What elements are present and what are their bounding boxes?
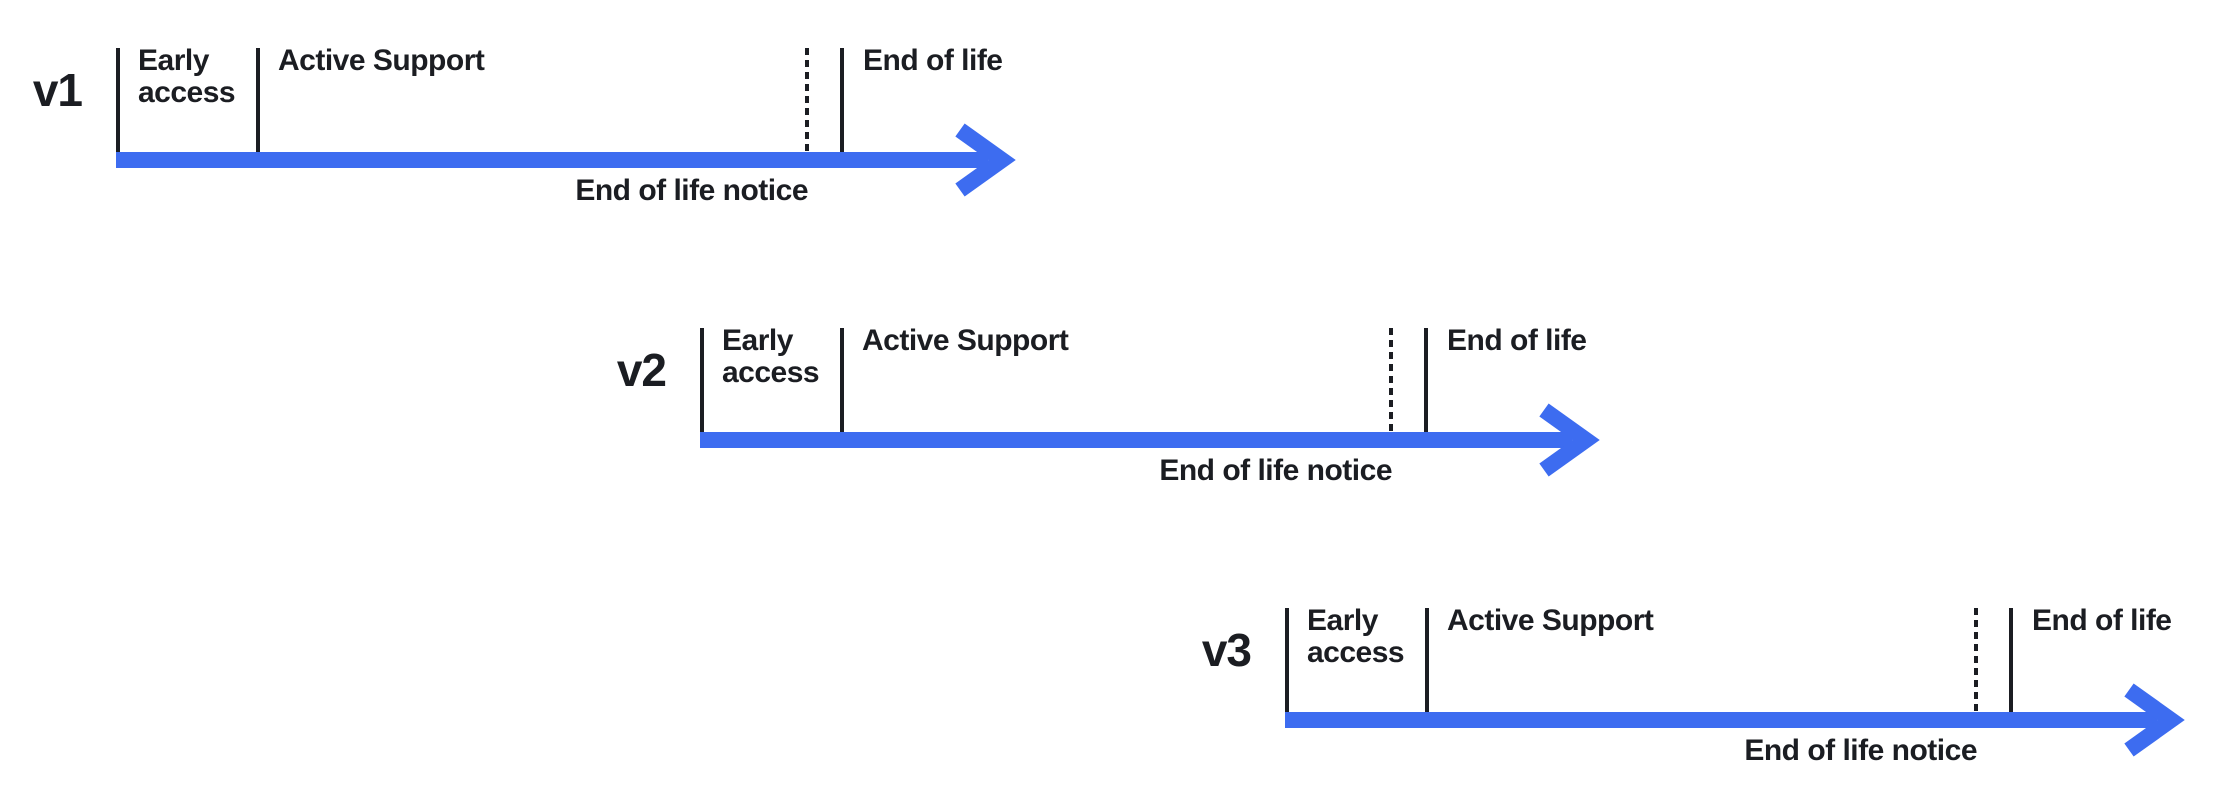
active-support-label: Active Support	[278, 44, 485, 77]
end-of-life-notice-label: End of life notice	[1744, 734, 1977, 767]
timeline-graphic	[1285, 608, 2185, 757]
timeline-arrowhead-icon	[955, 123, 1016, 197]
timeline-graphic	[700, 328, 1600, 477]
timeline-graphic	[116, 48, 1016, 197]
active-support-label: Active Support	[1447, 604, 1654, 637]
early-access-label: Early access	[1307, 604, 1405, 669]
end-of-life-label: End of life	[863, 44, 1003, 77]
version-label: v3	[1201, 624, 1252, 676]
active-support-label: Active Support	[862, 324, 1069, 357]
version-label: v2	[616, 344, 667, 396]
end-of-life-notice-label: End of life notice	[1159, 454, 1392, 487]
end-of-life-notice-label: End of life notice	[575, 174, 808, 207]
early-access-label: Early access	[722, 324, 820, 389]
end-of-life-label: End of life	[1447, 324, 1587, 357]
early-access-label: Early access	[138, 44, 236, 109]
timeline-arrowhead-icon	[2124, 683, 2185, 757]
end-of-life-label: End of life	[2032, 604, 2172, 637]
version-label: v1	[32, 64, 83, 116]
timeline-arrowhead-icon	[1539, 403, 1600, 477]
